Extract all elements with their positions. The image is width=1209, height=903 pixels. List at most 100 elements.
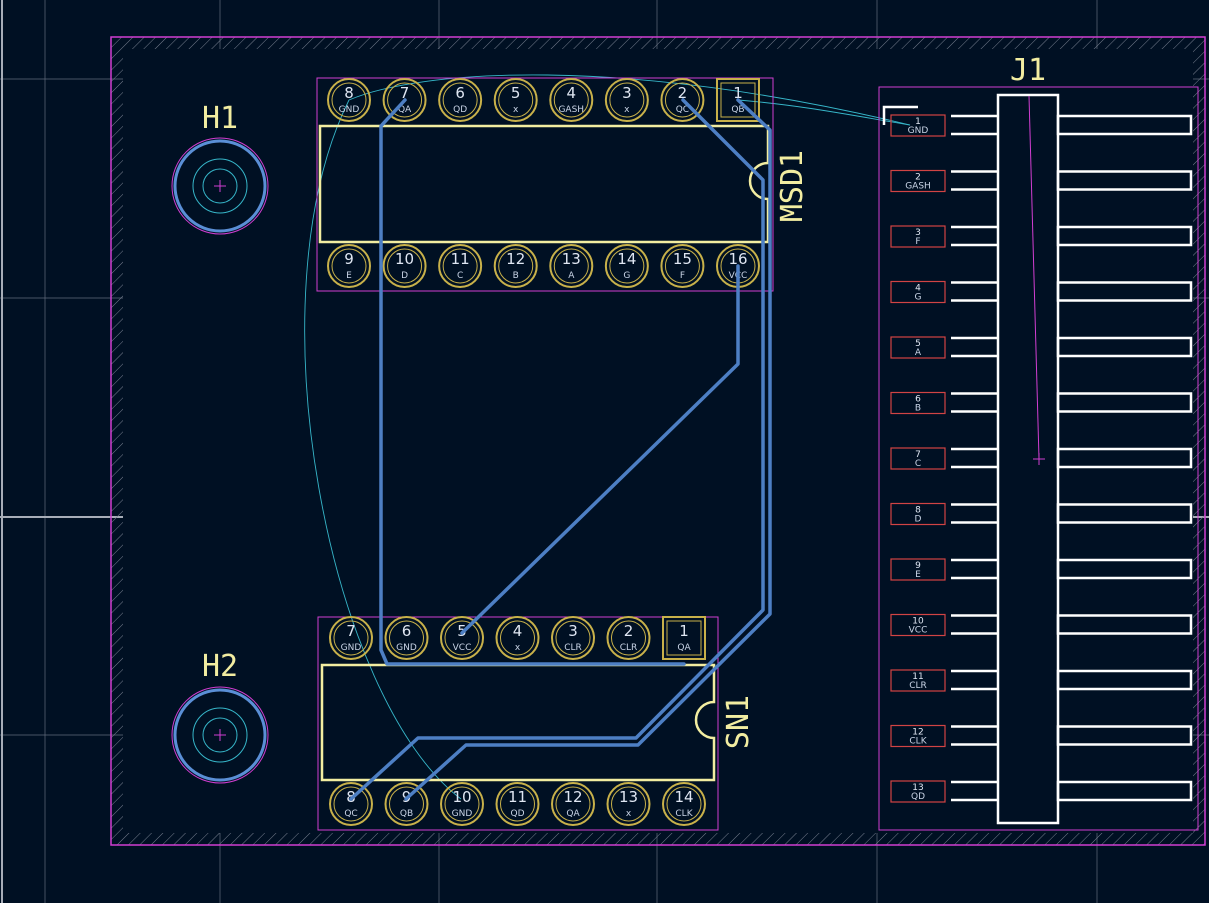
pad-net: GND xyxy=(452,809,473,819)
pad-number: 6 xyxy=(455,84,465,102)
j1-pin-number: 11 xyxy=(912,672,923,682)
pad-number: 1 xyxy=(679,622,689,640)
j1-pin-net: QD xyxy=(911,792,925,802)
pad-number: 12 xyxy=(563,788,582,806)
j1-pins: 1GND2GASH3F4G5A6B7C8D9E10VCC11CLR12CLK13… xyxy=(890,114,1193,803)
j1-pin[interactable]: 3F xyxy=(890,225,1193,248)
pad-number: 3 xyxy=(568,622,578,640)
j1-pin-net: CLR xyxy=(909,681,927,691)
j1-pin-number: 9 xyxy=(915,561,921,571)
pad[interactable]: 4x xyxy=(495,616,540,660)
pad-net: CLR xyxy=(620,643,638,653)
pad-net: QD xyxy=(453,105,467,115)
pad[interactable]: 11C xyxy=(438,244,483,288)
pad[interactable]: 10D xyxy=(382,244,427,288)
pad[interactable]: 13x xyxy=(606,782,651,826)
pad-number: 7 xyxy=(346,622,356,640)
j1-pin[interactable]: 4G xyxy=(890,280,1193,304)
pad-number: 16 xyxy=(728,250,747,268)
pad[interactable]: 5x xyxy=(493,78,538,122)
j1-pin-number: 1 xyxy=(915,117,921,127)
pad-net: CLR xyxy=(564,643,582,653)
pad-number: 1 xyxy=(733,84,743,102)
pad-net: GND xyxy=(396,643,417,653)
pad-number: 15 xyxy=(673,250,692,268)
pad[interactable]: 7QA xyxy=(382,78,427,122)
ref-h1: H1 xyxy=(202,101,238,136)
pad-net: QA xyxy=(398,105,412,115)
j1-pin[interactable]: 9E xyxy=(890,558,1193,581)
connector-j1[interactable]: 1GND2GASH3F4G5A6B7C8D9E10VCC11CLR12CLK13… xyxy=(878,53,1199,831)
j1-pin[interactable]: 5A xyxy=(890,336,1193,359)
track-qc xyxy=(349,98,765,801)
j1-pin-net: B xyxy=(915,404,921,414)
pad-net: QC xyxy=(344,809,357,819)
j1-pin-number: 6 xyxy=(915,395,921,405)
pad-net: B xyxy=(513,271,519,281)
j1-pin[interactable]: 6B xyxy=(890,391,1193,415)
mounting-hole-h2[interactable]: H2 xyxy=(171,649,269,784)
pad-net: E xyxy=(346,271,352,281)
pad-net: GND xyxy=(341,643,362,653)
j1-pin-net: E xyxy=(915,570,921,580)
j1-pin-net: G xyxy=(915,293,922,303)
j1-pin-net: A xyxy=(915,348,922,358)
j1-pin-number: 8 xyxy=(915,506,921,516)
pad[interactable]: 13A xyxy=(549,244,594,288)
pad-net: CLK xyxy=(675,809,693,819)
pad-net: x xyxy=(626,809,632,819)
pad-net: GASH xyxy=(558,105,584,115)
j1-pin-number: 13 xyxy=(912,783,923,793)
j1-pin-number: 7 xyxy=(915,450,921,460)
ref-sn1: SN1 xyxy=(721,695,756,749)
pad[interactable]: 1QA xyxy=(662,616,706,660)
pad[interactable]: 6QD xyxy=(438,78,483,122)
pad-net: QD xyxy=(510,809,524,819)
pad[interactable]: 2QC xyxy=(660,78,705,122)
pad-number: 7 xyxy=(400,84,410,102)
j1-pin-number: 4 xyxy=(915,284,921,294)
j1-pin-number: 3 xyxy=(915,228,921,238)
pad[interactable]: 3x xyxy=(604,78,649,122)
pad[interactable]: 9E xyxy=(327,244,371,288)
pad-net: QB xyxy=(731,105,744,115)
pad-number: 8 xyxy=(344,84,354,102)
mounting-hole-h1[interactable]: H1 xyxy=(171,101,269,235)
pad-net: GND xyxy=(339,105,360,115)
pad-number: 10 xyxy=(395,250,414,268)
j1-pin-net: VCC xyxy=(909,626,928,636)
pad-net: F xyxy=(680,271,685,281)
j1-pin[interactable]: 7C xyxy=(890,447,1193,470)
j1-pin-net: F xyxy=(915,237,920,247)
pad-net: D xyxy=(401,271,408,281)
pad-number: 3 xyxy=(622,84,632,102)
pad[interactable]: 1QB xyxy=(715,78,760,122)
copper-tracks[interactable] xyxy=(349,98,772,801)
pad[interactable]: 15F xyxy=(660,244,705,288)
j1-pin[interactable]: 8D xyxy=(890,502,1193,526)
pad[interactable]: 12B xyxy=(493,244,538,288)
j1-pin-net: GND xyxy=(908,126,929,136)
pad[interactable]: 14G xyxy=(604,244,649,288)
track-vcc xyxy=(460,264,740,635)
pad-number: 13 xyxy=(562,250,581,268)
